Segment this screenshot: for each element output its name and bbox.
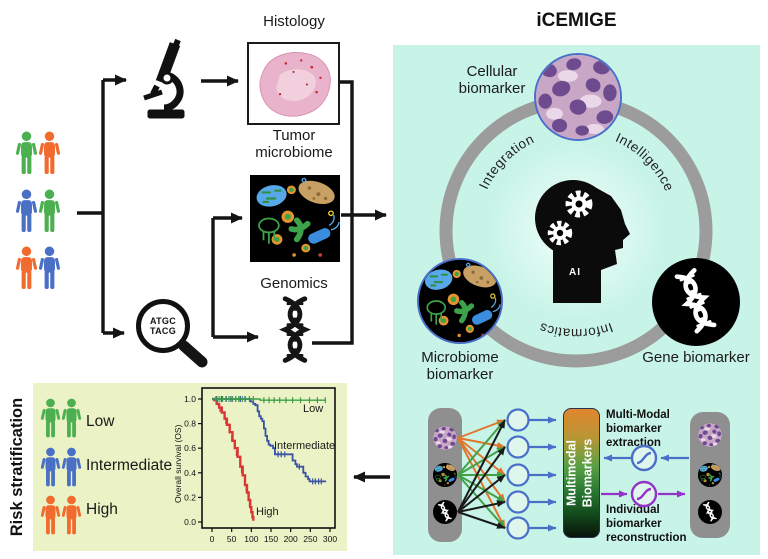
dna-fan-arrows: [457, 419, 506, 529]
gene-biomarker-label: Gene biomarker: [642, 349, 750, 366]
high-risk-pair: [40, 494, 82, 540]
histology-image: [247, 42, 340, 125]
mini-histology-icon: [698, 423, 722, 447]
genomics-label: Genomics: [260, 275, 328, 292]
microbiome-fan-arrows: [457, 419, 506, 529]
cohort-pair-1: [15, 128, 61, 182]
cellular-biomarker-label: Cellular biomarker: [458, 63, 526, 97]
survival-curves: 0 50 100 150 200 250 300 1.0 0.8 0.6 0.4 0.2 0.0: [184, 387, 337, 544]
person-icon: [38, 243, 61, 297]
risk-stratification-title: Risk stratification: [8, 397, 26, 537]
low-curve-label: Low: [303, 403, 323, 415]
intermediate-risk-label: Intermediate: [86, 457, 173, 474]
intermediate-risk-pair: [40, 446, 82, 492]
mini-microbiome-icon: [698, 463, 722, 487]
intermediate-curve-label: Intermediate: [274, 440, 335, 452]
ring-label-informatics: Informatics: [537, 320, 614, 341]
low-risk-pair: [40, 397, 82, 443]
microbes-illustration: [250, 175, 340, 262]
svg-text:0.0: 0.0: [184, 517, 196, 527]
risk-panel: [33, 383, 347, 551]
svg-text:0.6: 0.6: [184, 443, 196, 453]
sigmoid-extraction-icon: [630, 444, 658, 472]
svg-text:300: 300: [323, 534, 337, 544]
person-icon: [40, 446, 61, 492]
svg-text:0.2: 0.2: [184, 492, 196, 502]
dna-white-icon: [652, 258, 740, 346]
tumor-microbiome-image: [250, 175, 340, 262]
person-icon: [40, 494, 61, 540]
svg-text:0: 0: [210, 534, 215, 544]
dna-icon: [272, 296, 318, 366]
person-icon: [61, 446, 82, 492]
svg-text:200: 200: [284, 534, 298, 544]
person-icon: [40, 397, 61, 443]
microbiome-biomarker-image: [417, 258, 503, 344]
reconstruction-label: Individual biomarker reconstruction: [606, 504, 687, 544]
svg-text:100: 100: [244, 534, 258, 544]
person-icon: [38, 186, 61, 240]
magnifier-text-line2: TACG: [149, 326, 177, 336]
svg-text:50: 50: [227, 534, 237, 544]
mini-dna-icon: [433, 500, 457, 524]
node-to-bar-arrows: [529, 416, 557, 532]
sequence-magnifier-icon: ATGC TACG: [136, 299, 190, 353]
gear-icon: [551, 224, 570, 243]
gear-icon: [569, 194, 590, 215]
svg-text:150: 150: [264, 534, 278, 544]
mini-histology-icon: [433, 426, 457, 450]
icemige-panel: Integration Intelligence Informatics Cel…: [393, 45, 760, 555]
mini-microbiome-icon: [433, 463, 457, 487]
survival-plot: 0 50 100 150 200 250 300 1.0 0.8 0.6 0.4 0.2 0.0 Ove…: [173, 387, 337, 544]
svg-text:Informatics: Informatics: [537, 320, 615, 341]
person-icon: [38, 128, 61, 182]
svg-text:250: 250: [303, 534, 317, 544]
hidden-nodes: [506, 408, 530, 540]
person-icon: [61, 397, 82, 443]
ai-head-icon: AI: [535, 180, 630, 303]
cohort-pair-2: [15, 186, 61, 240]
person-icon: [61, 494, 82, 540]
y-axis-label: Overall survival (OS): [173, 424, 183, 503]
person-icon: [15, 186, 38, 240]
person-icon: [15, 243, 38, 297]
ai-label: AI: [569, 267, 581, 278]
icemige-title: iCEMIGE: [536, 10, 617, 31]
sigmoid-reconstruction-icon: [630, 480, 658, 508]
tumor-microbiome-label: Tumor microbiome: [255, 127, 333, 161]
cellular-biomarker-image: [534, 53, 622, 141]
cohort-pair-3: [15, 243, 61, 297]
gene-biomarker-image: [652, 258, 740, 346]
mini-dna-icon: [698, 500, 722, 524]
magnifier-handle: [178, 340, 208, 368]
svg-text:1.0: 1.0: [184, 394, 196, 404]
svg-text:0.4: 0.4: [184, 468, 196, 478]
microscope-icon: [143, 38, 185, 119]
low-risk-label: Low: [86, 413, 115, 430]
magnifier-text-line1: ATGC: [149, 315, 177, 326]
person-icon: [15, 128, 38, 182]
svg-text:0.8: 0.8: [184, 419, 196, 429]
tissue-section: [258, 51, 331, 117]
histology-label: Histology: [263, 13, 325, 30]
microbes-pattern: [419, 260, 501, 342]
multimodal-biomarkers-bar: [563, 408, 600, 538]
microbiome-biomarker-label: Microbiome biomarker: [421, 349, 499, 383]
high-risk-label: High: [86, 501, 118, 518]
network-connections: [457, 408, 689, 540]
high-curve-label: High: [256, 506, 279, 518]
